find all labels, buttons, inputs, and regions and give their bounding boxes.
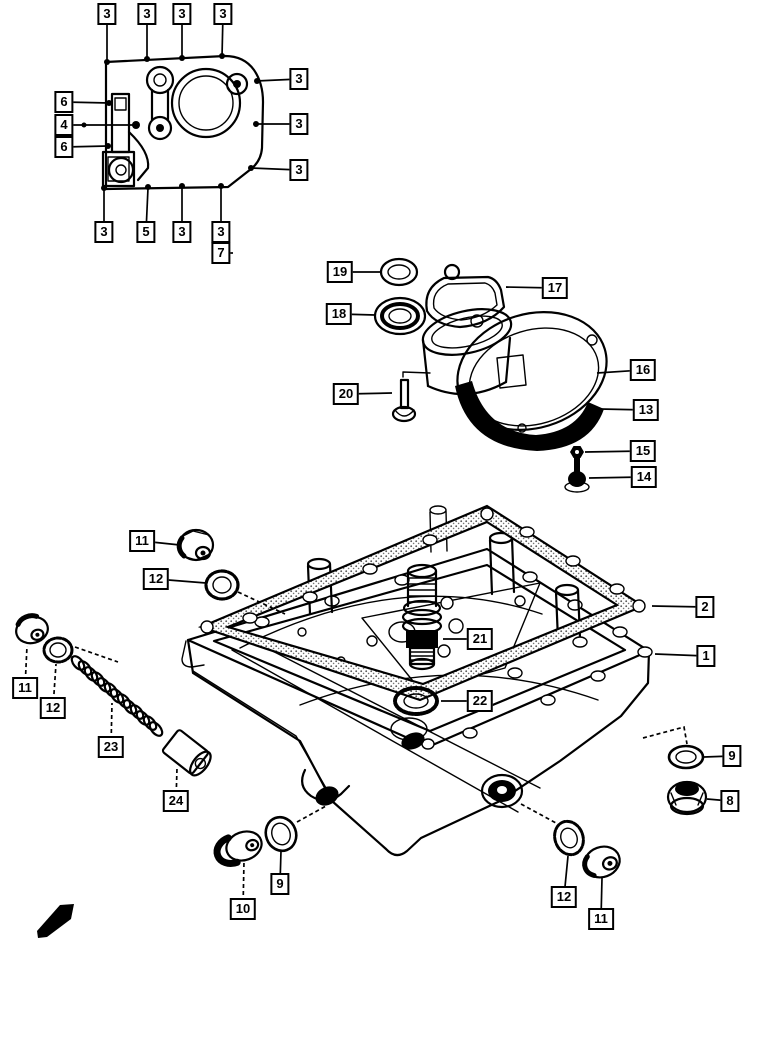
callout-11: 11 <box>12 677 38 699</box>
callout-5: 5 <box>136 221 156 243</box>
pump-body <box>421 308 513 396</box>
callout-1: 1 <box>696 645 716 667</box>
oil-pressure-switch-21 <box>401 563 443 671</box>
callout-6: 6 <box>54 91 74 113</box>
drain-plug-8 <box>666 780 708 816</box>
callout-3: 3 <box>94 221 114 243</box>
callout-6: 6 <box>54 136 74 158</box>
washer-9-right <box>667 744 705 770</box>
callout-3: 3 <box>137 3 157 25</box>
seal-18 <box>373 296 427 336</box>
plug-11-bottom <box>582 845 621 879</box>
leader-line-24 <box>175 767 178 802</box>
callout-11: 11 <box>129 530 155 552</box>
relief-spring-23 <box>70 655 164 737</box>
gasket-17 <box>425 263 506 329</box>
callout-3: 3 <box>172 221 192 243</box>
connector-line <box>520 803 557 824</box>
pan-gasket-part <box>197 504 646 702</box>
front-direction-arrow-icon <box>37 904 74 938</box>
oil-filter-cover-assembly <box>373 257 608 493</box>
relief-piston-24 <box>161 729 212 777</box>
washer-12-top <box>204 569 240 601</box>
filter-element-13 <box>455 381 604 451</box>
callout-3: 3 <box>213 3 233 25</box>
plug-11-left <box>15 613 49 645</box>
callout-15: 15 <box>629 440 657 462</box>
connector-line <box>642 725 688 745</box>
bolt-14 <box>564 458 590 493</box>
callout-23: 23 <box>97 736 125 758</box>
callout-3: 3 <box>289 113 309 135</box>
callout-9: 9 <box>270 873 290 895</box>
pan-switch-port <box>390 717 428 741</box>
callout-12: 12 <box>550 886 578 908</box>
callout-3: 3 <box>172 3 192 25</box>
gasket-bolt-holes <box>200 507 646 679</box>
callout-18: 18 <box>325 303 353 325</box>
callout-19: 19 <box>326 261 354 283</box>
callout-22: 22 <box>466 690 494 712</box>
washer-9-bottom <box>264 815 298 853</box>
callout-10: 10 <box>229 898 257 920</box>
callout-21: 21 <box>466 628 494 650</box>
callout-24: 24 <box>162 790 190 812</box>
plug-11-top <box>176 528 215 562</box>
callout-12: 12 <box>142 568 170 590</box>
drain-bosses <box>300 732 524 809</box>
bolt-20 <box>391 371 431 423</box>
connector-line <box>296 805 327 823</box>
callout-3: 3 <box>289 159 309 181</box>
callout-14: 14 <box>630 466 658 488</box>
callout-3: 3 <box>97 3 117 25</box>
washer-12-bottom <box>553 819 585 857</box>
callout-11: 11 <box>588 908 614 930</box>
callout-3: 3 <box>211 221 231 243</box>
nut-15 <box>570 446 584 458</box>
o-ring-19 <box>379 257 419 287</box>
oil-pan-part <box>181 505 653 857</box>
washer-22 <box>393 686 439 716</box>
washer-12-left <box>42 636 74 664</box>
callout-8: 8 <box>720 790 740 812</box>
callout-4: 4 <box>54 114 74 136</box>
leader-arrow-tip <box>132 121 140 129</box>
callout-3: 3 <box>289 68 309 90</box>
plug-10 <box>213 830 263 867</box>
callout-7: 7 <box>211 242 231 264</box>
connector-line <box>237 591 286 615</box>
connector-line <box>74 646 119 663</box>
callout-17: 17 <box>541 277 569 299</box>
callout-9: 9 <box>722 745 742 767</box>
callout-2: 2 <box>695 596 715 618</box>
leader-lines <box>24 13 733 920</box>
timing-cover-part <box>101 53 265 191</box>
callout-13: 13 <box>632 399 660 421</box>
callout-16: 16 <box>629 359 657 381</box>
chain-tensioner <box>101 92 150 188</box>
callout-20: 20 <box>332 383 360 405</box>
callout-12: 12 <box>39 697 67 719</box>
